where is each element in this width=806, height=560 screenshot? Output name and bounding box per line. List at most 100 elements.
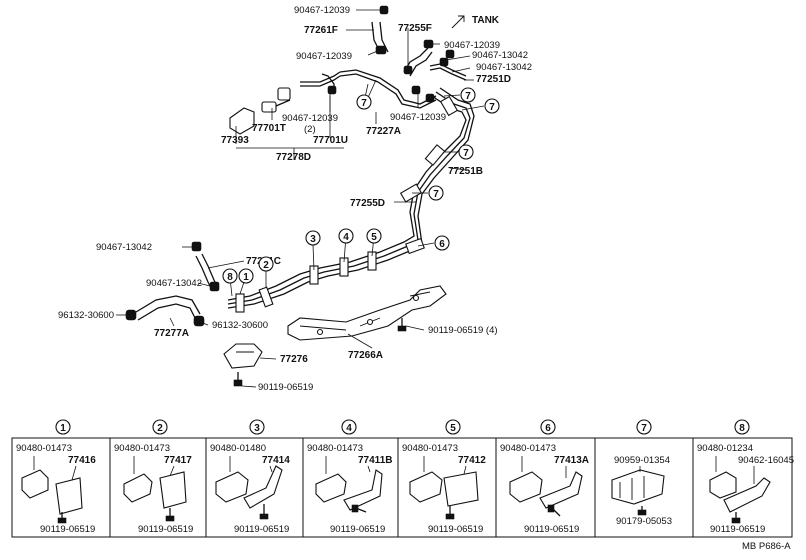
label-96132-30600-a: 96132-30600: [58, 310, 114, 321]
callout-7-a: 7: [356, 94, 372, 110]
kit-number: 1: [60, 423, 66, 434]
clamp-kit-3: 3 90480-01480 77414 90119-06519: [205, 419, 304, 538]
callouts: 7 7 7 7 7 7 3 4 5 6 8 1 2: [222, 87, 500, 284]
svg-text:7: 7: [361, 98, 367, 109]
kit-number: 7: [641, 423, 647, 434]
kit-part-a: 90480-01473: [402, 443, 458, 454]
label-77255F: 77255F: [398, 23, 432, 34]
kit-part-a: 90480-01234: [697, 443, 753, 454]
callout-7-c: 7: [484, 98, 500, 114]
upper-tubes: [229, 5, 467, 135]
label-90467-12039-c: 90467-12039: [296, 51, 352, 62]
kit-number: 3: [254, 423, 260, 434]
svg-text:7: 7: [489, 102, 495, 113]
label-90467-13042-b: 90467-13042: [476, 62, 532, 73]
label-96132-30600-b: 96132-30600: [212, 320, 268, 331]
label-77266A: 77266A: [348, 350, 383, 361]
kit-part-b: 77413A: [554, 455, 589, 466]
bracket-77266A: [287, 285, 447, 341]
callout-4: 4: [338, 228, 354, 244]
kit-bolt: 90119-06519: [40, 524, 95, 535]
label-77277A: 77277A: [154, 328, 189, 339]
kit-part-a: 90480-01473: [114, 443, 170, 454]
kit-part-b: 77411B: [358, 455, 392, 466]
kit-bolt: 90179-05053: [616, 516, 672, 527]
kit-part-a: 90959-01354: [614, 455, 670, 466]
kit-part-a: 90480-01480: [210, 443, 266, 454]
kit-number: 4: [346, 423, 352, 434]
kit-part-b: 77417: [164, 455, 192, 466]
label-77227A: 77227A: [366, 126, 401, 137]
kit-bolt: 90119-06519: [138, 524, 193, 535]
label-77276: 77276: [280, 354, 308, 365]
svg-text:6: 6: [439, 239, 445, 250]
kit-number: 6: [545, 423, 551, 434]
label-77701U: 77701U: [313, 135, 348, 146]
svg-text:3: 3: [310, 234, 316, 245]
kit-part-b: 77412: [458, 455, 486, 466]
leader-lines: [116, 9, 485, 388]
callout-6: 6: [434, 235, 450, 251]
clamp-kit-1: 1 90480-01473 77416 90119-06519: [11, 419, 111, 538]
label-90467-13042-c: 90467-13042: [96, 242, 152, 253]
label-77255D: 77255D: [350, 198, 385, 209]
clamp-kit-row: 1 90480-01473 77416 90119-06519 2 90480-…: [11, 419, 794, 538]
kit-number: 8: [739, 423, 745, 434]
clamp-kit-4: 4 90480-01473 77411B 90119-06519: [302, 419, 399, 538]
svg-text:2: 2: [263, 260, 269, 271]
label-90467-12039-d: 90467-12039: [282, 113, 338, 124]
clamp-kit-6: 6 90480-01473 77413A 90119-06519: [495, 419, 596, 538]
kit-bolt: 90119-06519: [524, 524, 579, 535]
drawing-code: MB P686-A: [742, 541, 791, 552]
kit-bolt: 90119-06519: [710, 524, 765, 535]
svg-text:7: 7: [465, 91, 471, 102]
front-hoses: [125, 241, 220, 327]
callout-5: 5: [366, 228, 382, 244]
kit-bolt: 90119-06519: [234, 524, 289, 535]
label-90467-12039-e: 90467-12039: [390, 112, 446, 123]
tank-direction-arrow: TANK: [451, 15, 500, 29]
svg-text:5: 5: [371, 232, 377, 243]
callout-8: 8: [222, 268, 238, 284]
kit-part-a: 90480-01473: [307, 443, 363, 454]
label-90119-06519-qty4: 90119-06519 (4): [428, 325, 498, 336]
label-90119-06519-a: 90119-06519: [258, 382, 313, 393]
svg-text:7: 7: [433, 189, 439, 200]
clamp-kit-2: 2 90480-01473 77417 90119-06519: [109, 419, 207, 538]
clamp-kit-5: 5 90480-01473 77412 90119-06519: [397, 419, 497, 538]
kit-bolt: 90119-06519: [330, 524, 385, 535]
kit-number: 2: [157, 423, 163, 434]
kit-part-b: 90462-16045: [738, 455, 794, 466]
callout-2: 2: [258, 256, 274, 272]
label-77251D: 77251D: [476, 74, 511, 85]
clamp-kit-7: 7 90959-01354 90179-05053: [594, 419, 694, 538]
kit-number: 5: [450, 423, 456, 434]
callout-7-d: 7: [458, 144, 474, 160]
kit-bolt: 90119-06519: [428, 524, 483, 535]
label-77701T: 77701T: [252, 123, 286, 134]
label-77261F: 77261F: [304, 25, 338, 36]
svg-text:8: 8: [227, 272, 233, 283]
tank-label: TANK: [472, 15, 500, 26]
label-90467-12039-b: 90467-12039: [444, 40, 500, 51]
svg-text:1: 1: [243, 272, 249, 283]
label-90467-13042-d: 90467-13042: [146, 278, 202, 289]
bracket-77276: [223, 343, 263, 387]
label-77251B: 77251B: [448, 166, 483, 177]
svg-text:4: 4: [343, 232, 349, 243]
clamp-kit-8: 8 90480-01234 90462-16045 90119-06519: [692, 419, 794, 538]
label-qty-2: (2): [304, 124, 316, 135]
kit-part-a: 90480-01473: [500, 443, 556, 454]
svg-text:7: 7: [463, 148, 469, 159]
callout-7-b: 7: [460, 87, 476, 103]
label-90467-13042-a: 90467-13042: [472, 50, 528, 61]
kit-part-a: 90480-01473: [16, 443, 72, 454]
fuel-pipe-assembly: [227, 87, 475, 313]
label-90467-12039-a: 90467-12039: [294, 5, 350, 16]
callout-3: 3: [305, 230, 321, 246]
label-77278D: 77278D: [276, 152, 311, 163]
label-77393: 77393: [221, 135, 249, 146]
callout-7-e: 7: [428, 185, 444, 201]
callout-1: 1: [238, 268, 254, 284]
